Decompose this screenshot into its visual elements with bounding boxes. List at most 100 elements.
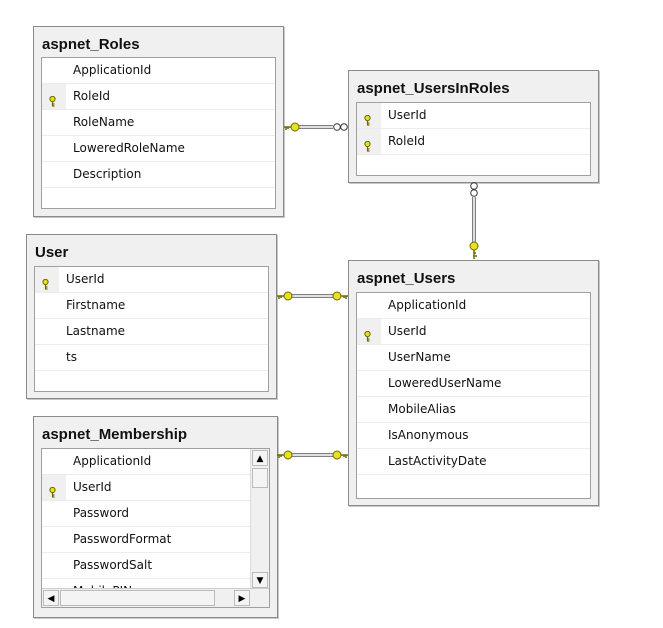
column-row[interactable]: LastActivityDate: [357, 449, 590, 475]
row-selector[interactable]: [357, 371, 381, 396]
column-name: UserId: [73, 480, 112, 494]
column-row[interactable]: ApplicationId: [42, 58, 275, 84]
column-row[interactable]: ApplicationId: [42, 449, 251, 475]
row-selector[interactable]: [42, 136, 66, 161]
row-selector[interactable]: [42, 553, 66, 578]
row-selector[interactable]: [35, 267, 59, 292]
scroll-right-button[interactable]: ▶: [234, 590, 250, 606]
row-selector[interactable]: [35, 319, 59, 344]
column-row[interactable]: Password: [42, 501, 251, 527]
column-row[interactable]: PasswordFormat: [42, 527, 251, 553]
column-row[interactable]: MobileAlias: [357, 397, 590, 423]
column-row[interactable]: Lastname: [35, 319, 268, 345]
column-row[interactable]: ts: [35, 345, 268, 371]
column-name: LastActivityDate: [388, 454, 487, 468]
scroll-thumb[interactable]: [252, 468, 268, 488]
key-icon: [284, 122, 300, 132]
key-icon: [277, 291, 293, 301]
column-row[interactable]: ApplicationId: [357, 293, 590, 319]
column-name: UserId: [388, 324, 427, 338]
column-name: MobileAlias: [388, 402, 456, 416]
column-row[interactable]: PasswordSalt: [42, 553, 251, 579]
table-title: aspnet_UsersInRoles: [357, 80, 510, 97]
row-selector[interactable]: [35, 345, 59, 370]
column-name: ApplicationId: [73, 454, 152, 468]
row-selector[interactable]: [357, 103, 381, 128]
row-selector[interactable]: [42, 162, 66, 187]
column-row[interactable]: UserId: [357, 103, 590, 129]
column-row[interactable]: RoleName: [42, 110, 275, 136]
column-name: Firstname: [66, 298, 126, 312]
row-selector[interactable]: [42, 84, 66, 109]
row-selector[interactable]: [42, 501, 66, 526]
primary-key-icon: [364, 110, 371, 126]
key-icon: [332, 291, 348, 301]
column-name: IsAnonymous: [388, 428, 469, 442]
table-title: aspnet_Roles: [42, 36, 140, 53]
column-row[interactable]: RoleId: [357, 129, 590, 155]
row-selector[interactable]: [357, 397, 381, 422]
row-selector[interactable]: [42, 110, 66, 135]
column-row[interactable]: MobilePIN: [42, 579, 251, 589]
horizontal-scroll-thumb[interactable]: [60, 590, 215, 606]
column-row[interactable]: UserId: [42, 475, 251, 501]
infinity-icon: [333, 123, 348, 131]
column-row[interactable]: UserId: [357, 319, 590, 345]
column-name: ApplicationId: [73, 63, 152, 77]
column-row[interactable]: UserId: [35, 267, 268, 293]
table-title: User: [35, 244, 69, 261]
row-selector[interactable]: [357, 319, 381, 344]
primary-key-icon: [42, 274, 49, 290]
relationship-users-usersinroles[interactable]: [469, 182, 479, 259]
row-selector[interactable]: [35, 293, 59, 318]
column-row[interactable]: Description: [42, 162, 275, 188]
row-selector[interactable]: [357, 449, 381, 474]
row-selector[interactable]: [357, 129, 381, 154]
column-name: ApplicationId: [388, 298, 467, 312]
row-selector[interactable]: [357, 423, 381, 448]
column-name: UserId: [388, 108, 427, 122]
row-selector[interactable]: [357, 293, 381, 318]
relationship-user-users[interactable]: [277, 291, 348, 301]
relationship-membership-users[interactable]: [277, 450, 348, 460]
column-row[interactable]: IsAnonymous: [357, 423, 590, 449]
column-name: PasswordFormat: [73, 532, 172, 546]
key-icon: [469, 241, 479, 259]
table-title: aspnet_Users: [357, 270, 456, 287]
primary-key-icon: [49, 482, 56, 498]
column-name: UserName: [388, 350, 451, 364]
scroll-up-button[interactable]: ▲: [252, 450, 268, 466]
column-name: Description: [73, 167, 142, 181]
column-row[interactable]: LoweredUserName: [357, 371, 590, 397]
column-row[interactable]: LoweredRoleName: [42, 136, 275, 162]
column-row[interactable]: Firstname: [35, 293, 268, 319]
row-selector[interactable]: [42, 449, 66, 474]
column-row[interactable]: UserName: [357, 345, 590, 371]
table-title: aspnet_Membership: [42, 426, 188, 443]
row-selector[interactable]: [357, 345, 381, 370]
scroll-left-button[interactable]: ◀: [43, 590, 59, 606]
column-name: Lastname: [66, 324, 126, 338]
scroll-down-button[interactable]: ▼: [252, 572, 268, 588]
column-name: ts: [66, 350, 77, 364]
key-icon: [332, 450, 348, 460]
row-selector[interactable]: [42, 58, 66, 83]
column-row[interactable]: RoleId: [42, 84, 275, 110]
column-name: PasswordSalt: [73, 558, 153, 572]
vertical-scrollbar[interactable]: ▲▼: [250, 449, 269, 589]
column-name: UserId: [66, 272, 105, 286]
horizontal-scrollbar[interactable]: ◀▶: [42, 588, 269, 607]
row-selector[interactable]: [42, 527, 66, 552]
column-name: LoweredRoleName: [73, 141, 185, 155]
relationship-roles-usersinroles[interactable]: [284, 122, 348, 132]
row-selector[interactable]: [42, 475, 66, 500]
column-name: RoleId: [388, 134, 426, 148]
